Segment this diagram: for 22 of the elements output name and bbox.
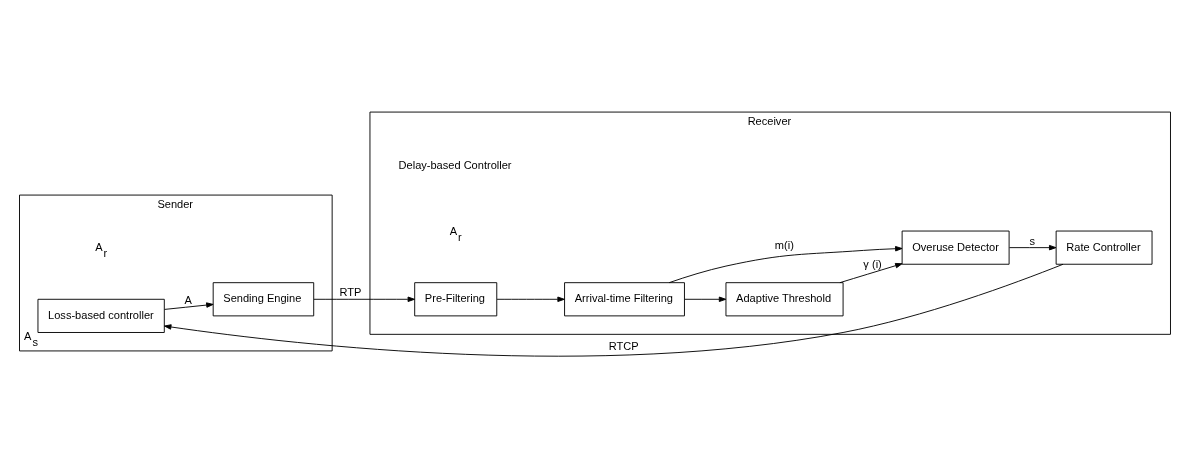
node-box: Arrival-time Filtering	[564, 281, 685, 316]
node-box: Pre-Filtering	[414, 281, 498, 316]
arrow	[496, 296, 565, 302]
node-box: Rate Controller	[1055, 230, 1153, 265]
edge-label: RTCP	[608, 339, 639, 352]
arrow	[668, 245, 903, 283]
label: Delay-based Controller	[398, 158, 512, 171]
edge-label: m(i)	[774, 238, 794, 251]
edge-label: γ (i)	[863, 257, 882, 270]
node-box: Overuse Detector	[901, 230, 1010, 265]
arrow	[164, 301, 214, 310]
arrow	[684, 296, 727, 302]
arrow	[313, 296, 415, 302]
edge-label: RTP	[339, 285, 362, 298]
arrow	[1009, 244, 1057, 250]
arrow	[839, 262, 903, 283]
node-box: Sending Engine	[212, 281, 315, 316]
arrow	[164, 263, 1064, 356]
edge-label: s	[1029, 234, 1035, 246]
edge-label: A	[184, 293, 192, 306]
node-box: Adaptive Threshold	[725, 281, 844, 316]
node-box: Loss-based controller	[37, 298, 165, 333]
